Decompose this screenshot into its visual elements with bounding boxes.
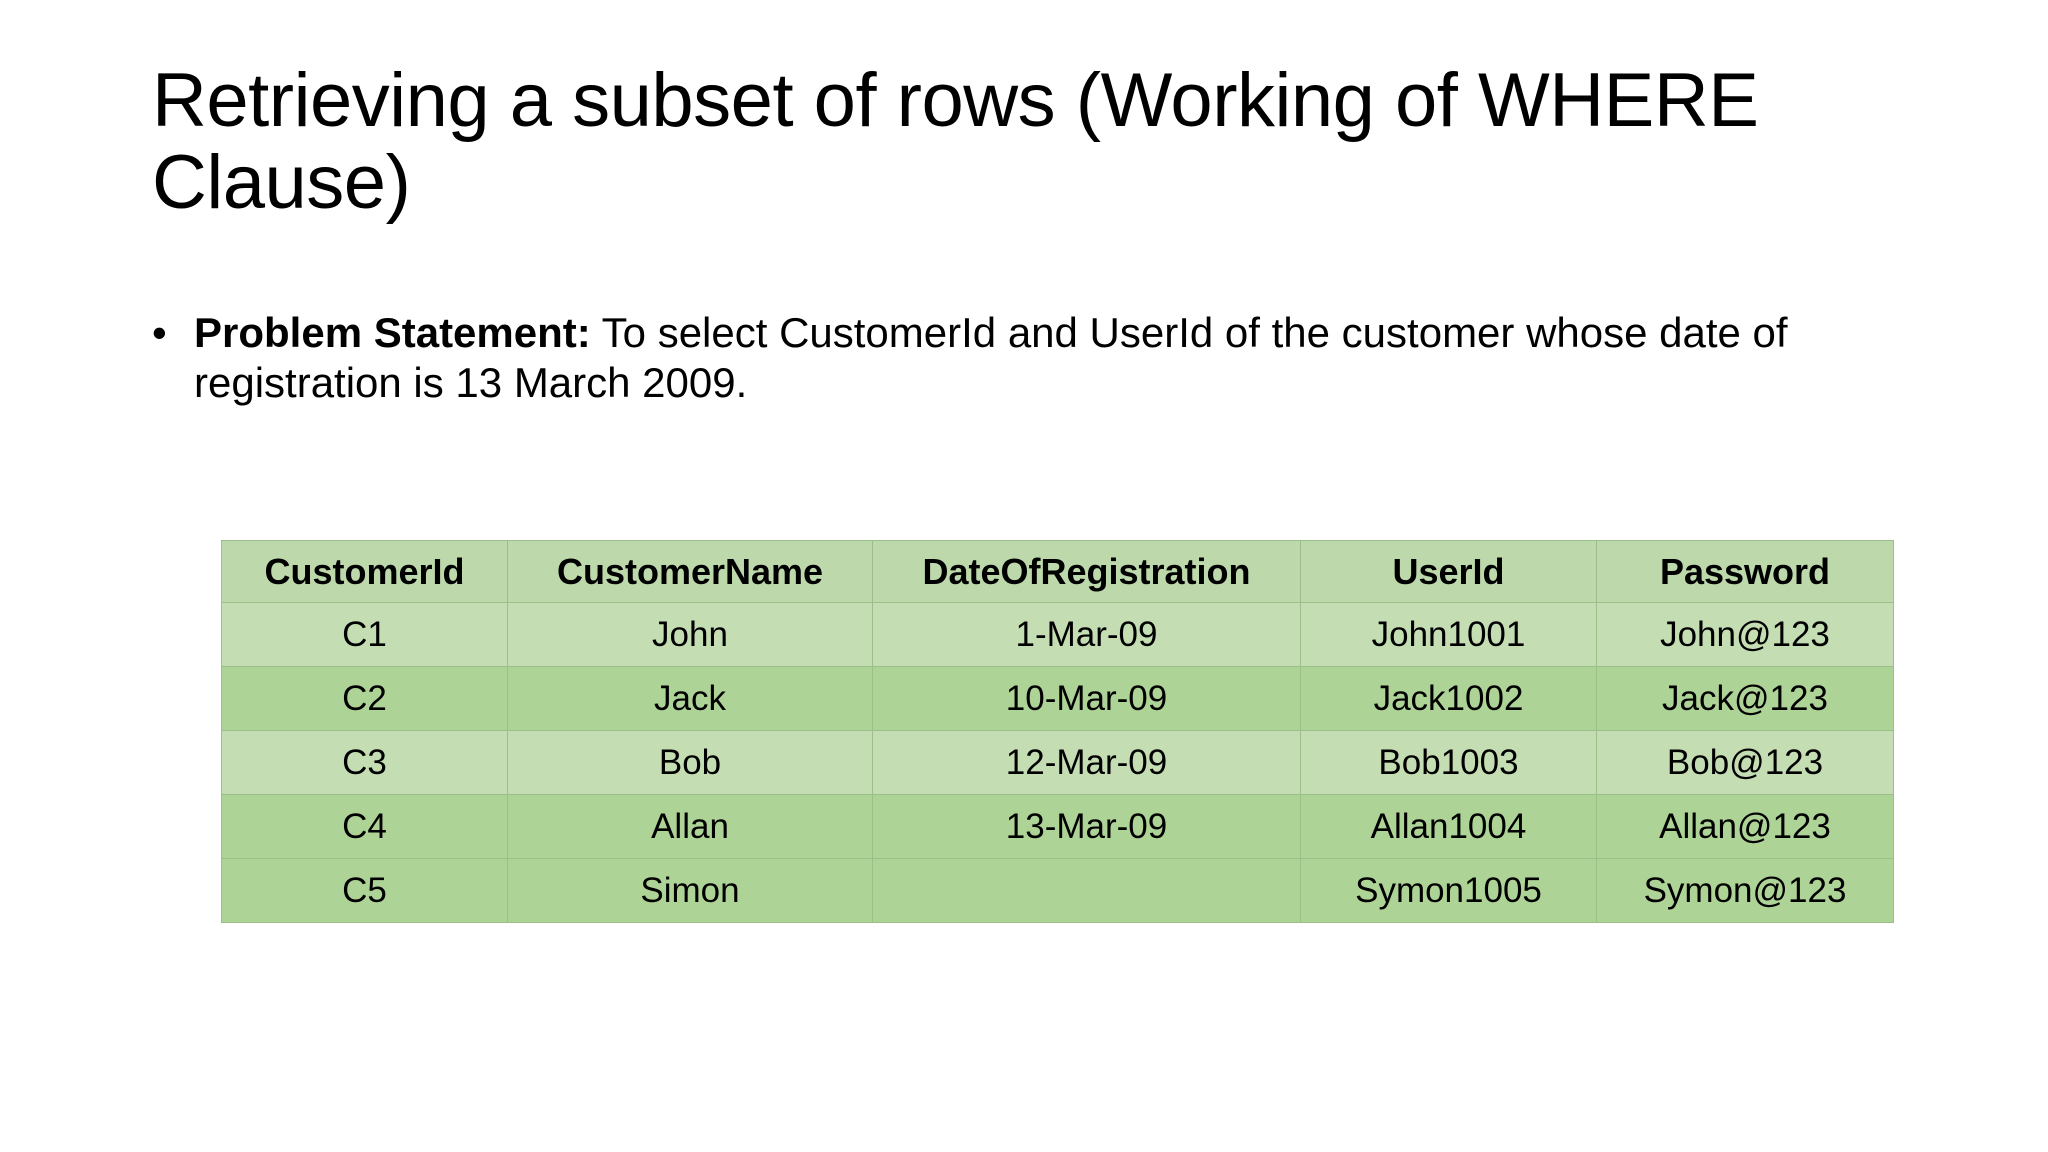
cell-customername: Simon: [507, 858, 873, 923]
page-title: Retrieving a subset of rows (Working of …: [152, 58, 1780, 226]
cell-userid: Jack1002: [1300, 666, 1597, 731]
cell-dateofregistration: 13-Mar-09: [872, 794, 1301, 859]
cell-userid: John1001: [1300, 602, 1597, 667]
list-item: • Problem Statement: To select CustomerI…: [152, 308, 1942, 407]
table-header-row: CustomerId CustomerName DateOfRegistrati…: [221, 540, 1894, 603]
cell-userid: Bob1003: [1300, 730, 1597, 795]
cell-dateofregistration: 12-Mar-09: [872, 730, 1301, 795]
table-row: C4 Allan 13-Mar-09 Allan1004 Allan@123: [221, 794, 1894, 859]
cell-dateofregistration: 10-Mar-09: [872, 666, 1301, 731]
cell-customername: Jack: [507, 666, 873, 731]
cell-userid: Allan1004: [1300, 794, 1597, 859]
column-header-dateofregistration: DateOfRegistration: [872, 540, 1301, 603]
table-row: C5 Simon Symon1005 Symon@123: [221, 858, 1894, 923]
table-header: CustomerId CustomerName DateOfRegistrati…: [221, 540, 1894, 603]
table-row: C3 Bob 12-Mar-09 Bob1003 Bob@123: [221, 730, 1894, 795]
cell-password: Symon@123: [1596, 858, 1894, 923]
bullet-text: Problem Statement: To select CustomerId …: [194, 308, 1942, 407]
cell-userid: Symon1005: [1300, 858, 1597, 923]
table-row: C1 John 1-Mar-09 John1001 John@123: [221, 602, 1894, 667]
column-header-password: Password: [1596, 540, 1894, 603]
cell-customerid: C2: [221, 666, 508, 731]
table-body: C1 John 1-Mar-09 John1001 John@123 C2 Ja…: [221, 602, 1894, 923]
cell-customerid: C4: [221, 794, 508, 859]
customer-table: CustomerId CustomerName DateOfRegistrati…: [221, 540, 1894, 923]
column-header-customerid: CustomerId: [221, 540, 508, 603]
problem-statement-label: Problem Statement:: [194, 309, 591, 356]
cell-customername: Bob: [507, 730, 873, 795]
cell-customerid: C5: [221, 858, 508, 923]
cell-password: Bob@123: [1596, 730, 1894, 795]
table-row: C2 Jack 10-Mar-09 Jack1002 Jack@123: [221, 666, 1894, 731]
problem-statement-body: To select CustomerId and UserId of the c…: [194, 309, 1788, 406]
cell-password: Allan@123: [1596, 794, 1894, 859]
cell-password: Jack@123: [1596, 666, 1894, 731]
cell-password: John@123: [1596, 602, 1894, 667]
customer-table-container: CustomerId CustomerName DateOfRegistrati…: [221, 540, 1894, 923]
column-header-customername: CustomerName: [507, 540, 873, 603]
cell-dateofregistration: 1-Mar-09: [872, 602, 1301, 667]
cell-dateofregistration: [872, 858, 1301, 923]
cell-customername: John: [507, 602, 873, 667]
body-content: • Problem Statement: To select CustomerI…: [152, 308, 1942, 407]
cell-customerid: C1: [221, 602, 508, 667]
cell-customername: Allan: [507, 794, 873, 859]
bullet-marker-icon: •: [152, 309, 167, 356]
cell-customerid: C3: [221, 730, 508, 795]
column-header-userid: UserId: [1300, 540, 1597, 603]
